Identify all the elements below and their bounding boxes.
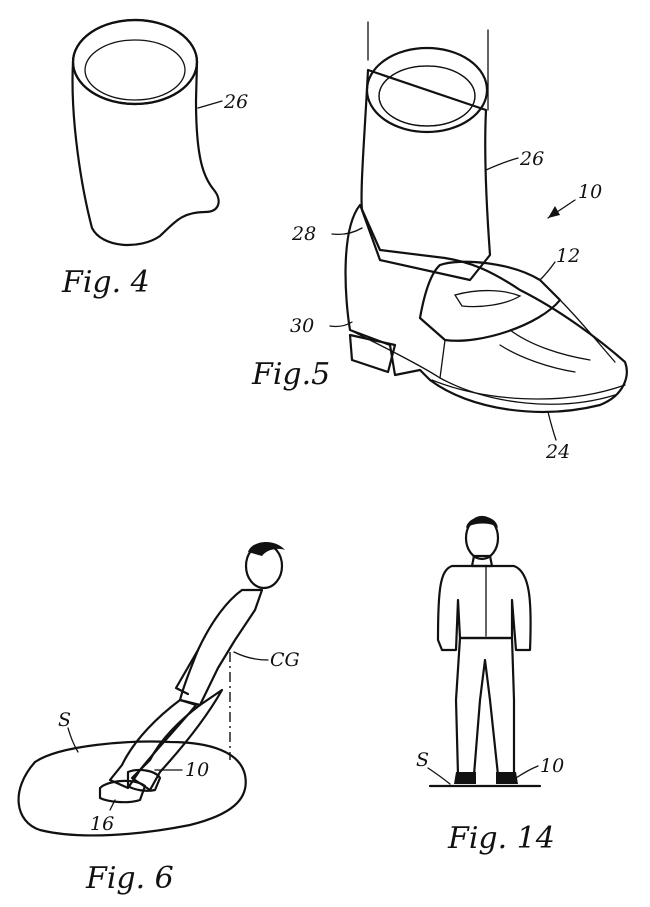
- ref-label-16: 16: [90, 813, 114, 835]
- ref-label-s-fig14: S: [416, 749, 429, 771]
- fig-6-caption: Fig. 6: [85, 861, 174, 896]
- ref-leader-s-fig14: [427, 767, 451, 785]
- ref-leader-s: [67, 727, 79, 753]
- ref-leader-24: [547, 411, 557, 441]
- fig-14-caption: Fig. 14: [447, 821, 555, 856]
- ref-arrowhead-10: [548, 206, 560, 218]
- ref-label-s: S: [58, 709, 71, 731]
- ref-label-cg: CG: [270, 649, 300, 671]
- ref-label-26: 26: [223, 91, 248, 113]
- sleeve-drawing: [71, 18, 220, 247]
- figure-6: CG S 10 16 Fig. 6: [17, 541, 300, 896]
- figure-5: 26 10 28 12 30 24 Fig.5: [251, 21, 628, 463]
- ref-leader-12: [539, 261, 556, 281]
- ground-surface-s: [17, 740, 247, 837]
- ref-leader-10-fig14: [515, 765, 539, 779]
- ref-leader-28: [331, 227, 363, 236]
- boot-shaft: [360, 46, 492, 282]
- ref-leader-cg: [233, 651, 269, 661]
- standing-person: [436, 515, 532, 784]
- ref-label-10: 10: [578, 181, 602, 203]
- loafer-shoe: [344, 203, 628, 413]
- ref-label-12: 12: [556, 245, 580, 267]
- ref-leader-26: [197, 100, 223, 109]
- ref-leader-30: [329, 321, 353, 328]
- ref-label-10-fig14: 10: [540, 755, 564, 777]
- figure-4: 26 Fig. 4: [61, 18, 248, 300]
- ref-leader-26b: [485, 157, 519, 171]
- figure-14: S 10 Fig. 14: [416, 515, 564, 856]
- ref-label-26b: 26: [519, 148, 544, 170]
- ref-label-28: 28: [291, 223, 316, 245]
- ref-label-10-fig6: 10: [185, 759, 209, 781]
- fig-5-caption: Fig.5: [251, 357, 330, 392]
- ref-label-24: 24: [545, 441, 570, 463]
- fig-4-caption: Fig. 4: [61, 265, 150, 300]
- ref-leader-16: [109, 799, 116, 811]
- ref-label-30: 30: [290, 315, 314, 337]
- leaning-person: [98, 541, 285, 804]
